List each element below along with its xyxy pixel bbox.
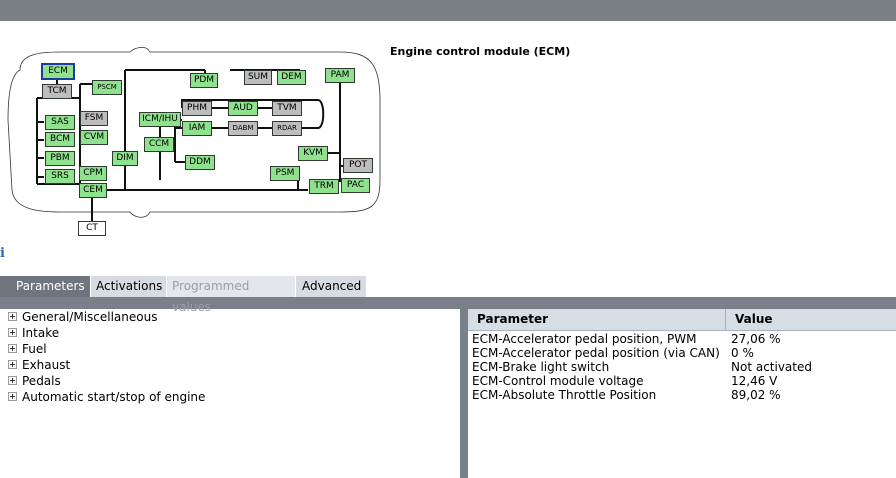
parameter-value: 27,06 % (731, 332, 781, 346)
expand-icon[interactable] (8, 360, 17, 369)
tree-item-fuel[interactable]: Fuel (8, 341, 47, 357)
parameter-value: 0 % (731, 346, 754, 360)
module-sum[interactable]: SUM (244, 70, 272, 85)
module-cpm[interactable]: CPM (79, 166, 107, 181)
tab-label: Advanced (302, 279, 362, 293)
tab-strip: Parameters Activations Programmed values… (0, 276, 896, 314)
module-pac[interactable]: PAC (341, 178, 370, 193)
module-cem[interactable]: CEM (79, 183, 107, 198)
tab-label: Programmed values (172, 279, 250, 314)
tab-label: Parameters (16, 279, 85, 293)
tree-item-intake[interactable]: Intake (8, 325, 59, 341)
module-iam[interactable]: IAM (182, 121, 212, 136)
parameter-value: Not activated (731, 360, 812, 374)
parameter-name: ECM-Brake light switch (472, 360, 610, 374)
tree-item-label: Intake (22, 326, 60, 340)
module-bcm[interactable]: BCM (45, 132, 75, 147)
module-sas[interactable]: SAS (45, 115, 75, 130)
parameter-table: Parameter Value ECM-Accelerator pedal po… (468, 309, 896, 478)
tab-underline-bar (0, 297, 896, 309)
module-aud[interactable]: AUD (228, 101, 258, 116)
module-fsm[interactable]: FSM (80, 111, 108, 126)
module-phm[interactable]: PHM (182, 101, 212, 116)
module-tvm[interactable]: TVM (272, 101, 302, 116)
tab-advanced[interactable]: Advanced (296, 276, 366, 297)
module-ct[interactable]: CT (78, 221, 106, 236)
tree-item-label: General/Miscellaneous (22, 310, 158, 324)
table-row[interactable]: ECM-Control module voltage 12,46 V (468, 374, 896, 388)
tree-item-label: Exhaust (22, 358, 71, 372)
expand-icon[interactable] (8, 376, 17, 385)
tree-item-general[interactable]: General/Miscellaneous (8, 309, 157, 325)
parameter-name: ECM-Accelerator pedal position, PWM (472, 332, 697, 346)
module-rdar[interactable]: RDAR (272, 121, 302, 136)
column-header-value[interactable]: Value (735, 312, 773, 326)
module-pdm[interactable]: PDM (190, 73, 218, 88)
tree-item-exhaust[interactable]: Exhaust (8, 357, 70, 373)
module-pbm[interactable]: PBM (45, 151, 75, 166)
tree-item-label: Pedals (22, 374, 61, 388)
module-cvm[interactable]: CVM (80, 130, 108, 145)
tab-activations[interactable]: Activations (91, 276, 166, 297)
table-header: Parameter Value (468, 309, 896, 331)
module-ccm[interactable]: CCM (144, 137, 174, 152)
table-row[interactable]: ECM-Accelerator pedal position (via CAN)… (468, 346, 896, 360)
page-title: Engine control module (ECM) (390, 45, 571, 58)
module-dem[interactable]: DEM (277, 70, 306, 85)
network-lines (7, 47, 381, 222)
table-row[interactable]: ECM-Brake light switch Not activated (468, 360, 896, 374)
module-pam[interactable]: PAM (325, 68, 355, 83)
tree-item-pedals[interactable]: Pedals (8, 373, 61, 389)
network-diagram: ECM TCM PSCM PDM SUM DEM PAM SAS FSM PHM… (0, 40, 390, 245)
tree-item-label: Fuel (22, 342, 47, 356)
module-dabm[interactable]: DABM (228, 121, 258, 136)
module-tcm[interactable]: TCM (42, 84, 72, 99)
pane-splitter[interactable] (460, 309, 468, 478)
module-pot[interactable]: POT (343, 158, 373, 173)
expand-icon[interactable] (8, 392, 17, 401)
module-pscm[interactable]: PSCM (92, 80, 122, 95)
expand-icon[interactable] (8, 344, 17, 353)
parameter-tree: General/Miscellaneous Intake Fuel Exhaus… (0, 309, 460, 478)
info-icon[interactable]: i (0, 246, 5, 261)
parameter-name: ECM-Control module voltage (472, 374, 644, 388)
table-row[interactable]: ECM-Accelerator pedal position, PWM 27,0… (468, 332, 896, 346)
module-ddm[interactable]: DDM (185, 155, 215, 170)
tab-programmed-values: Programmed values (167, 276, 295, 314)
module-psm[interactable]: PSM (270, 166, 300, 181)
module-trm[interactable]: TRM (309, 179, 339, 194)
tab-parameters[interactable]: Parameters (0, 276, 90, 297)
module-icm-ihu[interactable]: ICM/IHU (139, 112, 181, 127)
expand-icon[interactable] (8, 328, 17, 337)
column-header-parameter[interactable]: Parameter (468, 309, 726, 330)
parameter-value: 89,02 % (731, 388, 781, 402)
module-kvm[interactable]: KVM (298, 146, 328, 161)
parameter-value: 12,46 V (731, 374, 778, 388)
module-dim[interactable]: DIM (112, 151, 138, 166)
tree-item-start-stop[interactable]: Automatic start/stop of engine (8, 389, 205, 405)
top-bar (0, 0, 896, 21)
expand-icon[interactable] (8, 312, 17, 321)
table-row[interactable]: ECM-Absolute Throttle Position 89,02 % (468, 388, 896, 402)
tree-item-label: Automatic start/stop of engine (22, 390, 206, 404)
module-srs[interactable]: SRS (45, 169, 75, 184)
tab-label: Activations (96, 279, 163, 293)
parameter-name: ECM-Accelerator pedal position (via CAN) (472, 346, 720, 360)
module-ecm[interactable]: ECM (41, 63, 75, 80)
parameter-name: ECM-Absolute Throttle Position (472, 388, 657, 402)
